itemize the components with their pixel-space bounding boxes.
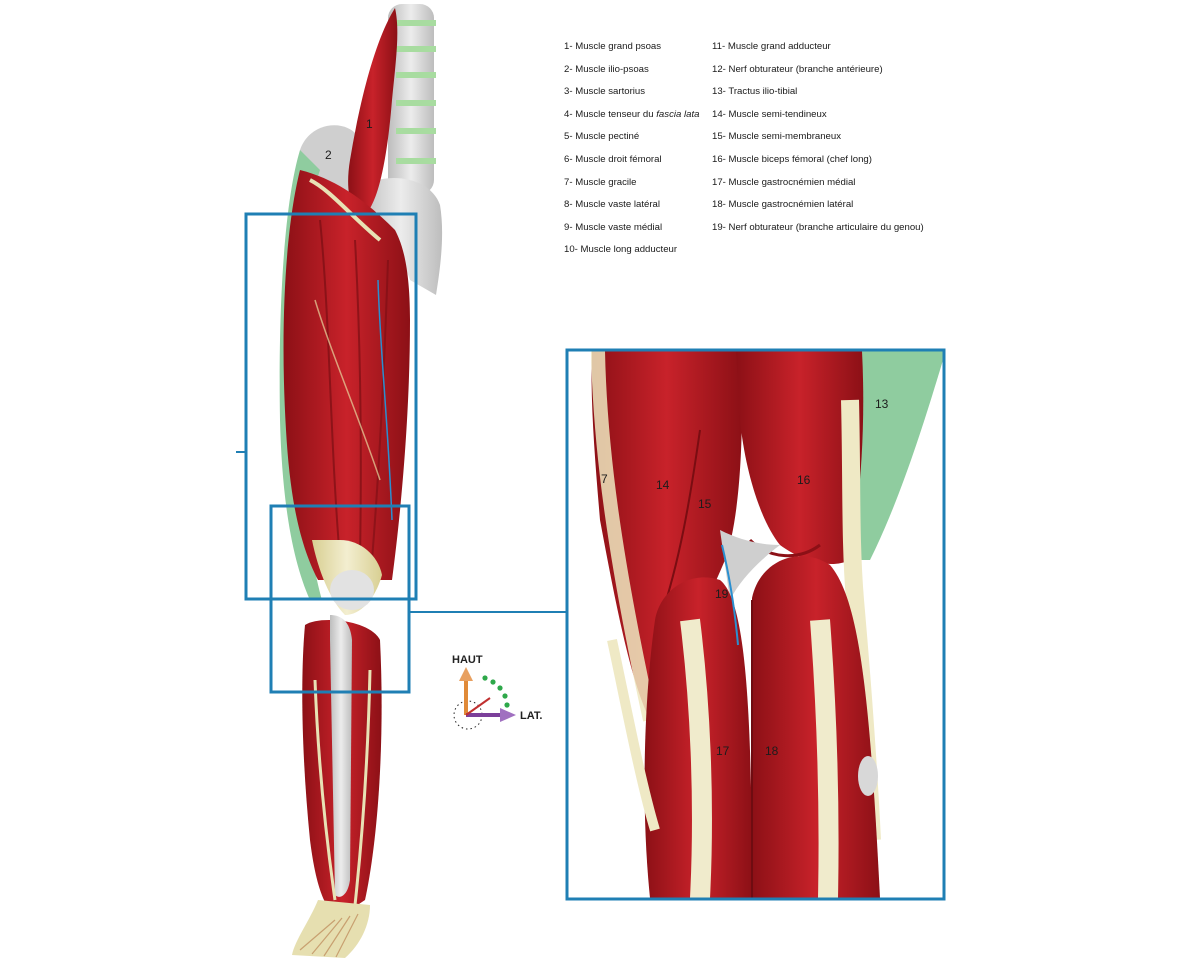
legend-item-2: 2- Muscle ilio-psoas <box>564 63 649 75</box>
legend-item-10: 10- Muscle long adducteur <box>564 244 678 256</box>
zoom-frame <box>565 348 946 901</box>
psoas-muscle <box>348 8 398 215</box>
label-18: 18 <box>765 744 779 758</box>
legend-column-right: 11- Muscle grand adducteur 12- Nerf obtu… <box>712 36 924 239</box>
label-1: 1 <box>366 117 373 131</box>
legend-column-left: 1- Muscle grand psoas 2- Muscle ilio-pso… <box>564 36 699 262</box>
label-7: 7 <box>601 472 608 486</box>
legend-item-5: 5- Muscle pectiné <box>564 131 640 143</box>
legend-item-9: 9- Muscle vaste médial <box>564 221 663 233</box>
tibia <box>330 615 352 897</box>
legend-item-15: 15- Muscle semi-membraneux <box>712 131 842 143</box>
zoom-view: 13 7 14 15 16 19 17 18 <box>565 348 946 901</box>
legend-item-12: 12- Nerf obturateur (branche antérieure) <box>712 63 883 75</box>
label-13: 13 <box>875 397 889 411</box>
obturator-nerve-branch <box>721 544 739 646</box>
gastrocnemius-lateral-zoom <box>752 556 880 898</box>
legend-item-3: 3- Muscle sartorius <box>564 86 646 98</box>
label-2: 2 <box>325 148 332 162</box>
legend-item-7: 7- Muscle gracile <box>564 176 637 188</box>
legend-item-4: 4- Muscle tenseur du fascia lata <box>564 108 700 120</box>
legend-item-16: 16- Muscle biceps fémoral (chef long) <box>712 153 872 165</box>
orientation-indicator: HAUT LAT. <box>452 654 542 730</box>
lateral-label: LAT. <box>520 710 542 722</box>
legend-item-11: 11- Muscle grand adducteur <box>712 41 831 52</box>
legend-item-19: 19- Nerf obturateur (branche articulaire… <box>712 221 924 233</box>
patella <box>330 570 374 610</box>
thigh-frame <box>244 212 418 601</box>
legend-item-1: 1- Muscle grand psoas <box>564 41 662 52</box>
popliteal-fossa <box>720 530 780 600</box>
legend-item-18: 18- Muscle gastrocnémien latéral <box>712 199 854 211</box>
thigh-muscles <box>283 170 410 580</box>
label-14: 14 <box>656 478 670 492</box>
iliotibial-tract <box>855 351 943 560</box>
up-label: HAUT <box>452 654 483 666</box>
knee-frame <box>269 504 411 694</box>
biceps-femoris-zoom <box>736 351 864 565</box>
legend-item-8: 8- Muscle vaste latéral <box>564 199 660 211</box>
label-19: 19 <box>715 587 729 601</box>
legend-item-14: 14- Muscle semi-tendineux <box>712 108 827 120</box>
legend-item-6: 6- Muscle droit fémoral <box>564 153 662 165</box>
spine <box>388 4 436 194</box>
pelvis <box>360 178 443 295</box>
leg-illustration: 1 2 <box>236 4 567 958</box>
label-15: 15 <box>698 497 712 511</box>
legend-item-17: 17- Muscle gastrocnémien médial <box>712 176 856 188</box>
foot <box>292 900 370 958</box>
legend-item-13: 13- Tractus ilio-tibial <box>712 86 798 98</box>
label-17: 17 <box>716 744 730 758</box>
label-16: 16 <box>797 473 811 487</box>
